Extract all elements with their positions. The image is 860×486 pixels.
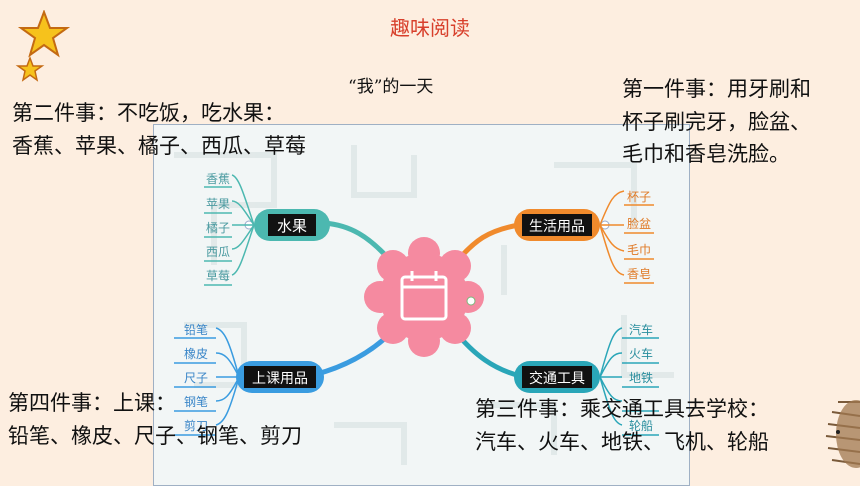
star-icon bbox=[15, 55, 45, 82]
slide-subtitle: “我”的一天 bbox=[348, 77, 434, 97]
leaf-fruit-4: 西瓜 bbox=[206, 245, 230, 259]
leaf-daily-4: 香皂 bbox=[627, 267, 651, 281]
node-transport-label: 交通工具 bbox=[529, 370, 585, 387]
node-school-label: 上课用品 bbox=[252, 371, 308, 387]
event-fourth-line2: 铅笔、橡皮、尺子、钢笔、剪刀 bbox=[8, 423, 302, 448]
node-daily-label: 生活用品 bbox=[529, 219, 585, 235]
calendar-flower-icon bbox=[364, 237, 484, 357]
event-third-line2: 汽车、火车、地铁、飞机、轮船 bbox=[475, 429, 769, 454]
leaf-transport-5: 轮船 bbox=[629, 419, 653, 433]
event-second-line1: 第二件事：不吃饭，吃水果： bbox=[12, 101, 285, 125]
event-first-line1: 第一件事：用牙刷和 bbox=[622, 77, 811, 101]
leaf-school-4: 钢笔 bbox=[184, 394, 208, 409]
leaf-transport-1: 汽车 bbox=[629, 322, 653, 337]
leaf-transport-3: 地铁 bbox=[629, 371, 653, 385]
event-first-line3: 毛巾和香皂洗脸。 bbox=[622, 142, 790, 167]
leaf-fruit-3: 橘子 bbox=[206, 220, 230, 235]
event-second-line2: 香蕉、苹果、橘子、西瓜、草莓 bbox=[12, 133, 306, 158]
leaf-school-2: 橡皮 bbox=[184, 347, 208, 361]
node-fruit: 水果 bbox=[254, 209, 330, 241]
leaf-school-5: 剪刀 bbox=[184, 418, 208, 433]
leaf-school-3: 尺子 bbox=[184, 371, 208, 385]
leaf-daily-1: 杯子 bbox=[627, 190, 651, 204]
leaf-school-1: 铅笔 bbox=[184, 322, 208, 337]
event-fourth-line1: 第四件事：上课： bbox=[8, 391, 176, 415]
leaf-daily-3: 毛巾 bbox=[627, 243, 651, 257]
leaf-fruit-5: 草莓 bbox=[206, 269, 230, 283]
leaf-daily-2: 脸盆 bbox=[627, 217, 651, 231]
event-second: 第二件事：不吃饭，吃水果： 香蕉、苹果、橘子、西瓜、草莓 bbox=[12, 97, 306, 162]
stars-decoration bbox=[15, 10, 71, 82]
event-fourth: 第四件事：上课： 铅笔、橡皮、尺子、钢笔、剪刀 bbox=[8, 387, 302, 452]
leaf-fruit-1: 香蕉 bbox=[206, 172, 230, 186]
node-fruit-label: 水果 bbox=[277, 217, 307, 235]
event-first: 第一件事：用牙刷和 杯子刷完牙，脸盆、 毛巾和香皂洗脸。 bbox=[622, 73, 811, 171]
event-first-line2: 杯子刷完牙，脸盆、 bbox=[622, 109, 811, 134]
node-daily: 生活用品 bbox=[514, 209, 600, 241]
node-transport: 交通工具 bbox=[514, 361, 600, 393]
leaf-transport-2: 火车 bbox=[629, 346, 653, 361]
event-third-line1: 第三件事：乘交通工具去学校： bbox=[475, 397, 769, 421]
leaf-fruit-2: 苹果 bbox=[206, 197, 230, 211]
node-school: 上课用品 bbox=[236, 361, 324, 393]
hedgehog-icon bbox=[825, 400, 860, 468]
event-third: 第三件事：乘交通工具去学校： 汽车、火车、地铁、飞机、轮船 bbox=[475, 393, 769, 458]
mind-map: 水果 生活用品 上课用品 交通工具 香蕉 苹果 橘子 西瓜 草莓 杯子 脸盆 bbox=[153, 124, 690, 486]
star-icon bbox=[17, 10, 71, 58]
slide-title: 趣味阅读 bbox=[390, 16, 470, 40]
